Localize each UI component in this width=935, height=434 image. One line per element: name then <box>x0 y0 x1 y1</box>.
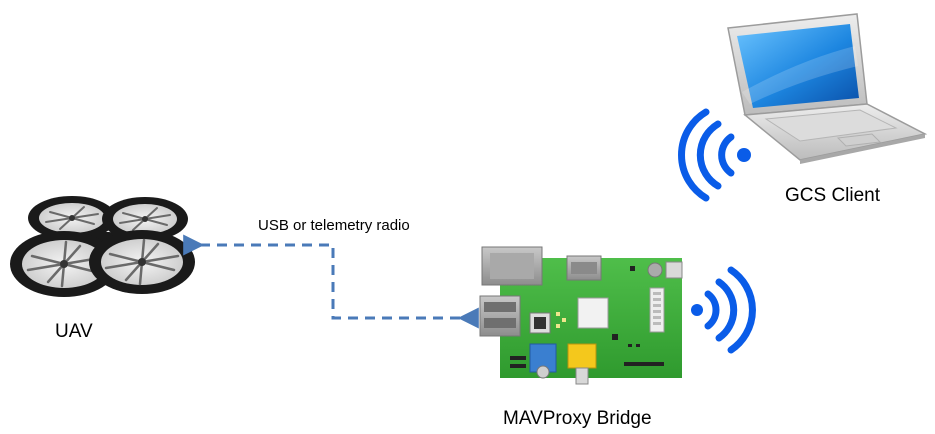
rotor-back-left <box>28 196 116 240</box>
uav-label: UAV <box>55 321 93 342</box>
rotor-front-left <box>10 231 118 297</box>
raspberry-pi-board-icon <box>479 246 683 385</box>
laptop-icon <box>727 13 928 164</box>
bridge-wireless-icon <box>691 266 756 354</box>
rotor-front-right <box>89 230 195 294</box>
link-label: USB or telemetry radio <box>258 217 410 234</box>
bridge-label: MAVProxy Bridge <box>503 408 652 429</box>
rotor-back-right <box>102 197 188 241</box>
gcs-label: GCS Client <box>785 185 881 206</box>
quadcopter-icon <box>10 196 195 297</box>
connector-uav-bridge <box>183 234 479 329</box>
gcs-wireless-icon <box>678 108 751 202</box>
